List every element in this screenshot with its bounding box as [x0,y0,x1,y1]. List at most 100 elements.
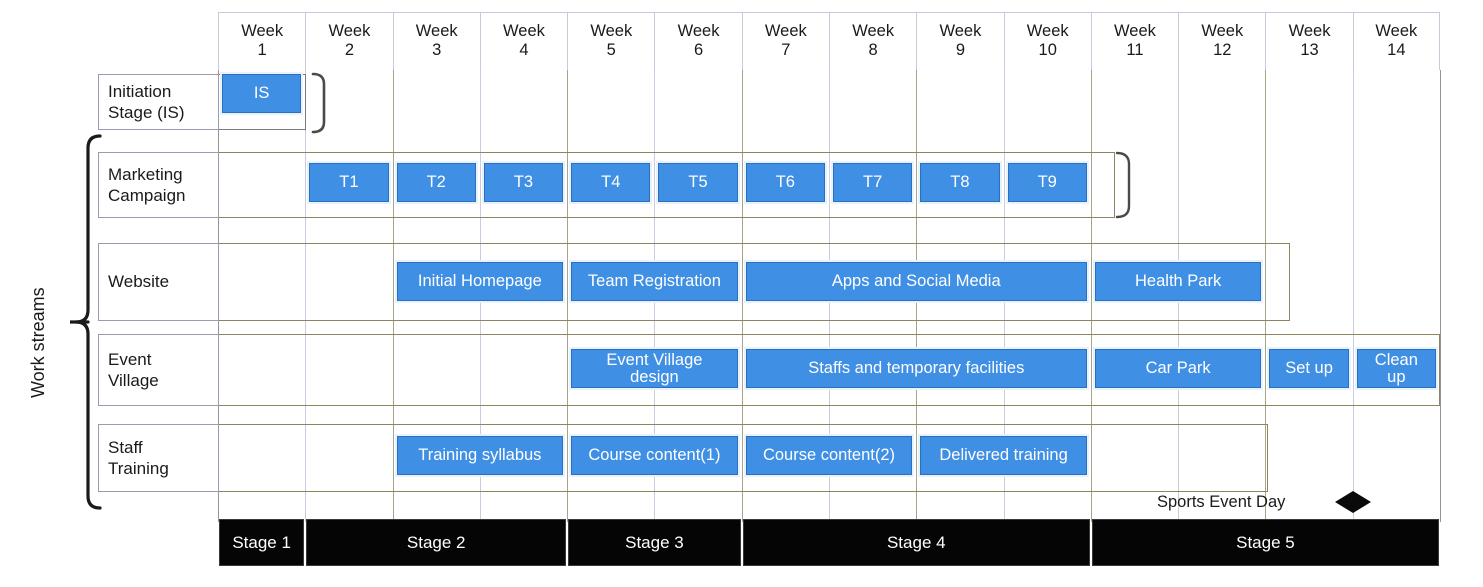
task-bar-label: T3 [513,172,534,191]
task-bar[interactable]: T7 [833,163,913,202]
week-header-prefix: Week [1375,22,1418,41]
stage-bar-label: Stage 4 [886,532,946,552]
task-bar[interactable]: Staffs and temporary facilities [745,349,1087,388]
week-header-prefix: Week [764,22,807,41]
task-bar-label: Apps and Social Media [831,271,1001,290]
stage-bar-label: Stage 2 [406,532,466,552]
grid-line-10 [1090,70,1092,522]
row-label-line: Marketing [108,164,183,184]
week-header-prefix: Week [1288,22,1331,41]
week-header-prefix: Week [852,22,895,41]
stage-bar[interactable]: Stage 2 [306,519,567,566]
week-header-number: 11 [1126,41,1144,59]
task-bar[interactable]: Delivered training [920,436,1087,475]
grid-line-4 [567,70,569,522]
lane-outline-staff-training [218,424,1268,492]
week-header-prefix: Week [1201,22,1244,41]
task-bar-label: Set up [1285,358,1333,377]
stage-bar-label: Stage 5 [1236,532,1295,552]
grid-line-12 [1265,70,1267,522]
task-bar[interactable]: T1 [309,163,389,202]
task-bar-label: Course content(2) [762,445,896,464]
task-bar-label: Delivered training [939,445,1068,464]
row-label-initiation-stage: Initiation Stage (IS) [98,74,219,130]
task-bar[interactable]: T4 [571,163,651,202]
grid-line-2 [392,70,394,522]
stage-bar-label: Stage 1 [232,532,291,552]
task-bar[interactable]: Training syllabus [396,436,564,475]
week-header-number: 1 [257,41,267,59]
task-bar-label: T9 [1037,172,1057,191]
row-label-event-village: Event Village [98,334,219,406]
task-bar-label-line: Clean [1374,351,1418,369]
task-bar[interactable]: Team Registration [571,262,738,301]
week-header-number: 10 [1038,41,1057,59]
task-bar[interactable]: Health Park [1094,262,1262,301]
task-bar-label: Car Park [1145,358,1211,377]
row-label-line: Stage (IS) [108,103,185,122]
task-bar-label: Course content(1) [588,445,721,464]
week-header-prefix: Week [241,22,284,41]
task-bar[interactable]: Course content(2) [745,436,913,475]
task-bar[interactable]: T3 [483,163,564,202]
task-bar[interactable]: T8 [920,163,1000,202]
task-bar[interactable]: IS [222,74,302,113]
stage-bar[interactable]: Stage 3 [568,519,741,566]
task-bar-label-line: Event Village [606,351,703,369]
week-header-prefix: Week [328,22,371,41]
task-bar[interactable]: T5 [658,163,738,202]
task-bar[interactable]: T2 [396,163,476,202]
week-header-number: 7 [781,41,791,59]
row-label-line: Campaign [108,186,186,205]
row-label-line: Training [108,459,169,478]
task-bar[interactable]: Course content(1) [571,436,738,475]
work-streams-bracket [70,134,102,510]
row-label-marketing-campaign: Marketing Campaign [98,152,219,218]
row-label-line: Staff [108,437,143,457]
row-label-line: Initiation [108,81,172,101]
week-header-prefix: Week [677,22,720,41]
milestone-diamond-icon [1335,491,1371,513]
grid-line-13 [1352,70,1354,522]
task-bar-label: Staffs and temporary facilities [808,358,1025,377]
task-bar[interactable]: Apps and Social Media [745,262,1087,301]
task-bar-label: T5 [688,172,708,191]
week-header-number: 4 [519,41,529,59]
grid-line-1 [305,70,307,522]
task-bar[interactable]: Set up [1269,349,1349,388]
grid-line-6 [741,70,743,522]
row-label-line: Event [108,349,152,369]
task-bar-label: Initial Homepage [417,271,542,290]
week-header-number: 12 [1213,41,1232,59]
row-label-website: Website [98,243,219,321]
stage-bar[interactable]: Stage 1 [219,519,305,566]
milestone-label-sports-event-day: Sports Event Day [1157,493,1286,511]
stage-bar[interactable]: Stage 4 [742,519,1090,566]
row-label-staff-training: Staff Training [98,424,219,492]
task-bar-label: T2 [426,172,446,191]
marketing-campaign-bracket [1115,151,1131,219]
week-header-number: 6 [693,41,704,59]
task-bar[interactable]: T6 [745,163,825,202]
task-bar[interactable]: Car Park [1094,349,1262,388]
grid-line-14 [1440,70,1441,522]
stage-bar[interactable]: Stage 5 [1091,519,1439,566]
task-bar-label: T1 [339,172,359,191]
initiation-stage-bracket [311,72,326,134]
task-bar[interactable]: Initial Homepage [396,262,564,301]
task-bar[interactable]: T9 [1007,163,1087,202]
